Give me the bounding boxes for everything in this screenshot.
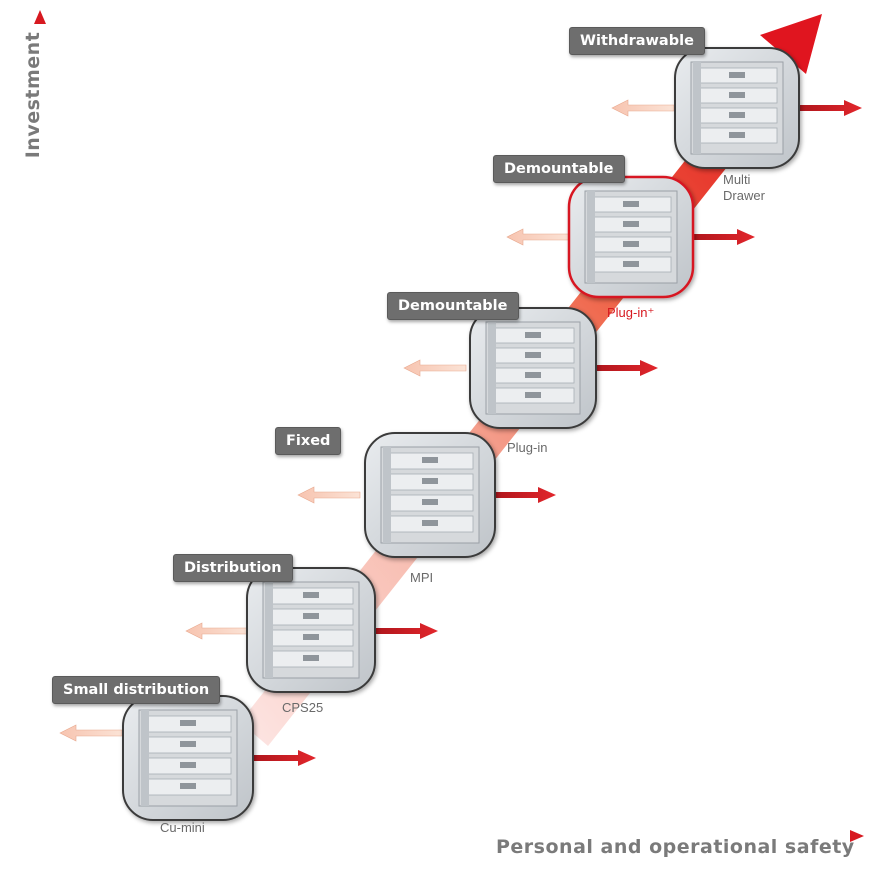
left-arrow-icon (506, 228, 570, 246)
product-label: Plug-in (507, 440, 548, 455)
product-label: CPS25 (282, 700, 324, 715)
cabinet-illustration (690, 61, 784, 155)
step-4 (403, 307, 658, 429)
category-label: Demountable (493, 155, 625, 183)
x-axis-arrowhead (850, 830, 864, 842)
step-2 (185, 567, 438, 693)
step-6 (611, 47, 862, 169)
x-axis-title: Personal and operational safety (496, 836, 855, 858)
y-axis (34, 10, 46, 836)
right-arrow-icon (376, 623, 438, 639)
product-label: Multi Drawer (723, 172, 765, 203)
left-arrow-icon (611, 99, 675, 117)
left-arrow-icon (297, 486, 361, 504)
right-arrow-icon (596, 360, 658, 376)
x-axis (40, 830, 864, 842)
product-label: MPI (410, 570, 434, 585)
trend-arrowhead (760, 14, 822, 74)
cabinet-illustration (584, 190, 678, 284)
left-arrow-icon (59, 724, 123, 742)
step-5 (506, 175, 755, 299)
cabinet-illustration (262, 581, 360, 679)
cabinet-illustration (485, 321, 581, 415)
y-axis-title: Investment (22, 31, 44, 159)
right-arrow-icon (800, 100, 862, 116)
category-label: Fixed (275, 427, 342, 455)
step-1 (59, 695, 316, 821)
category-label: Distribution (173, 554, 293, 582)
category-label: Demountable (387, 292, 519, 320)
right-arrow-icon (693, 229, 755, 245)
cabinet-illustration (380, 446, 480, 544)
left-arrow-icon (185, 622, 249, 640)
cabinet-illustration (138, 709, 238, 807)
y-axis-arrowhead (34, 10, 46, 24)
right-arrow-icon (494, 487, 556, 503)
category-label: Withdrawable (569, 27, 705, 55)
product-label: Cu-mini (160, 820, 205, 835)
category-label: Small distribution (52, 676, 221, 704)
step-3 (297, 432, 556, 558)
left-arrow-icon (403, 359, 467, 377)
right-arrow-icon (254, 750, 316, 766)
product-label: Plug-in⁺ (607, 305, 655, 320)
